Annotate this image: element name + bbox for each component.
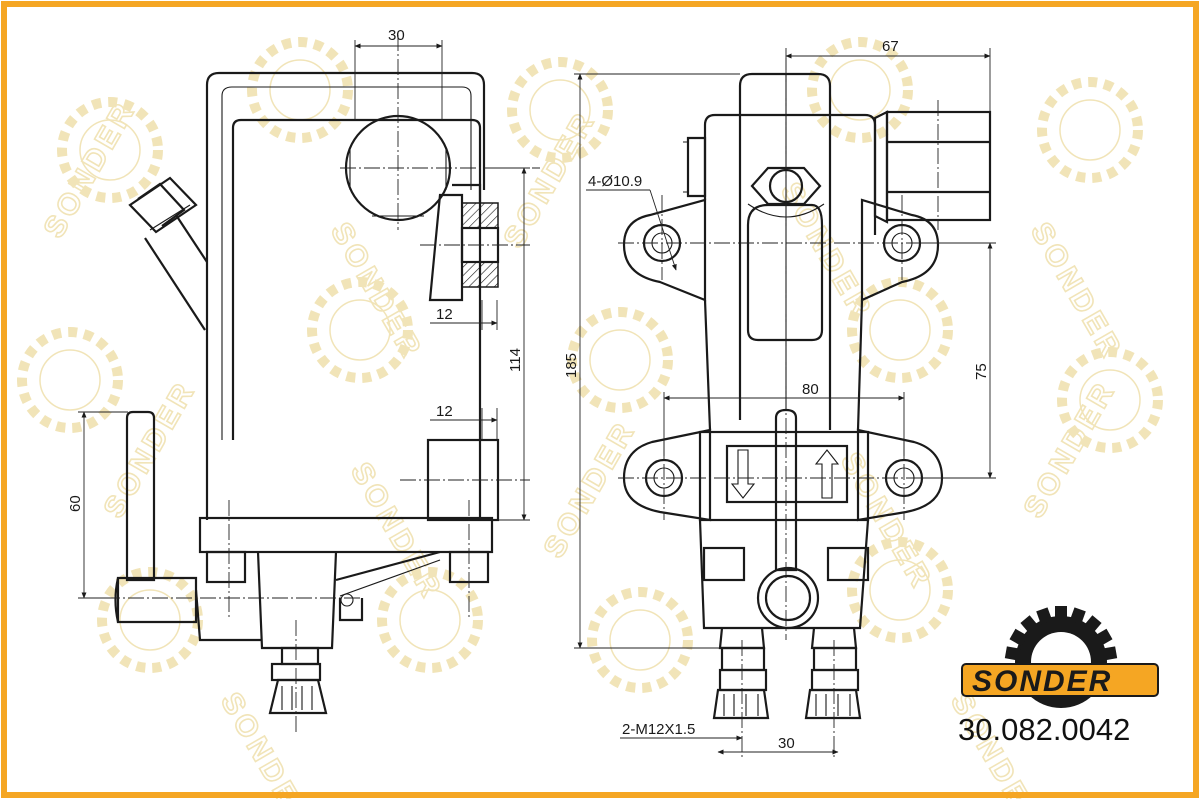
- front-view: [618, 58, 992, 760]
- section-hatch: [428, 183, 500, 302]
- dim-75: 75: [973, 363, 990, 380]
- lever-rod: [114, 410, 198, 624]
- dim-114: 114: [507, 348, 524, 372]
- callout-hole: 4-Ø10.9: [588, 173, 642, 190]
- front-fitting-left: [712, 646, 770, 720]
- callout-thread: 2-M12X1.5: [622, 721, 695, 738]
- dim-30-top: 30: [388, 27, 405, 44]
- dim-60: 60: [67, 495, 84, 512]
- side-view: [80, 35, 540, 735]
- dim-185: 185: [563, 353, 580, 378]
- dim-67: 67: [882, 38, 899, 55]
- dim-30-bottom: 30: [778, 735, 795, 752]
- side-view-dimensions: 30 114 12 12 60: [67, 27, 530, 599]
- dim-12-lower: 12: [436, 403, 453, 420]
- front-fitting-right: [804, 646, 862, 720]
- front-view-dimensions: 67 185 80 75 4-Ø10.9 2-M12X1.5 30: [563, 38, 996, 755]
- dim-80: 80: [802, 381, 819, 398]
- side-hex-fitting: [873, 110, 992, 224]
- filler-cap: [128, 176, 208, 331]
- arrow-up-icon: [814, 449, 840, 499]
- brand-logo: SONDER: [961, 606, 1159, 708]
- logo-wordmark: SONDER: [972, 665, 1112, 698]
- part-number: 30.082.0042: [958, 712, 1130, 747]
- dim-12-upper: 12: [436, 306, 453, 323]
- arrow-down-icon: [730, 449, 756, 499]
